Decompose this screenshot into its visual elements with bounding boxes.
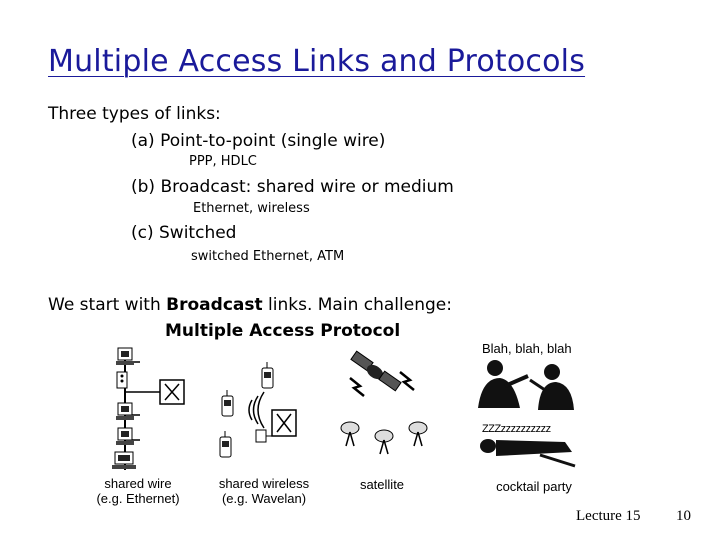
cocktail-party-diagram [478, 360, 576, 468]
footer-lecture: Lecture 15 [576, 508, 641, 524]
printer-icon [116, 371, 128, 389]
label-shared-wireless: shared wireless [218, 476, 310, 491]
link-type-c: (c) Switched [131, 223, 237, 243]
handheld-icon [219, 431, 232, 458]
computer-icon [116, 427, 134, 445]
shared-wire-diagram [112, 347, 185, 470]
satellite-diagram [340, 350, 428, 455]
dish-icon [408, 421, 428, 447]
link-type-a-example: PPP, HDLC [189, 154, 257, 169]
computer-icon [116, 402, 134, 420]
satellite-icon [350, 350, 402, 392]
computer-icon [112, 451, 136, 469]
main-challenge: Multiple Access Protocol [165, 321, 401, 341]
label-shared-wire: shared wire [104, 476, 172, 491]
start-sentence: We start with Broadcast links. Main chal… [48, 295, 452, 315]
label-cocktail-party: cocktail party [496, 479, 572, 494]
lightning-icon [349, 371, 415, 397]
start-suffix: links. Main challenge: [262, 295, 452, 315]
label-shared-wire-example: (e.g. Ethernet) [96, 491, 180, 506]
radio-waves-icon [248, 391, 265, 429]
label-satellite: satellite [359, 477, 405, 492]
link-type-c-example: switched Ethernet, ATM [191, 249, 345, 264]
dish-icon [340, 421, 360, 447]
talking-people-icon [478, 360, 574, 410]
slide-title: Multiple Access Links and Protocols [48, 44, 586, 79]
speech-blah: Blah, blah, blah [482, 341, 572, 356]
access-point-x-icon [255, 409, 297, 443]
start-bold: Broadcast [166, 295, 263, 315]
sleeping-person-icon [480, 439, 576, 468]
speech-snore: ZZZzzzzzzzzzz [482, 423, 551, 435]
start-prefix: We start with [48, 295, 167, 315]
dish-icon [374, 429, 394, 455]
intro-text: Three types of links: [48, 104, 221, 124]
shared-wireless-diagram [219, 362, 297, 458]
computer-icon [116, 347, 134, 365]
link-type-b-example: Ethernet, wireless [193, 201, 310, 216]
handheld-icon [221, 390, 234, 417]
footer-page-number: 10 [676, 508, 691, 524]
link-type-a: (a) Point-to-point (single wire) [131, 131, 386, 151]
handheld-icon [261, 362, 274, 389]
hub-x-icon [159, 379, 185, 405]
link-type-b: (b) Broadcast: shared wire or medium [131, 177, 454, 197]
label-shared-wireless-example: (e.g. Wavelan) [221, 491, 307, 506]
